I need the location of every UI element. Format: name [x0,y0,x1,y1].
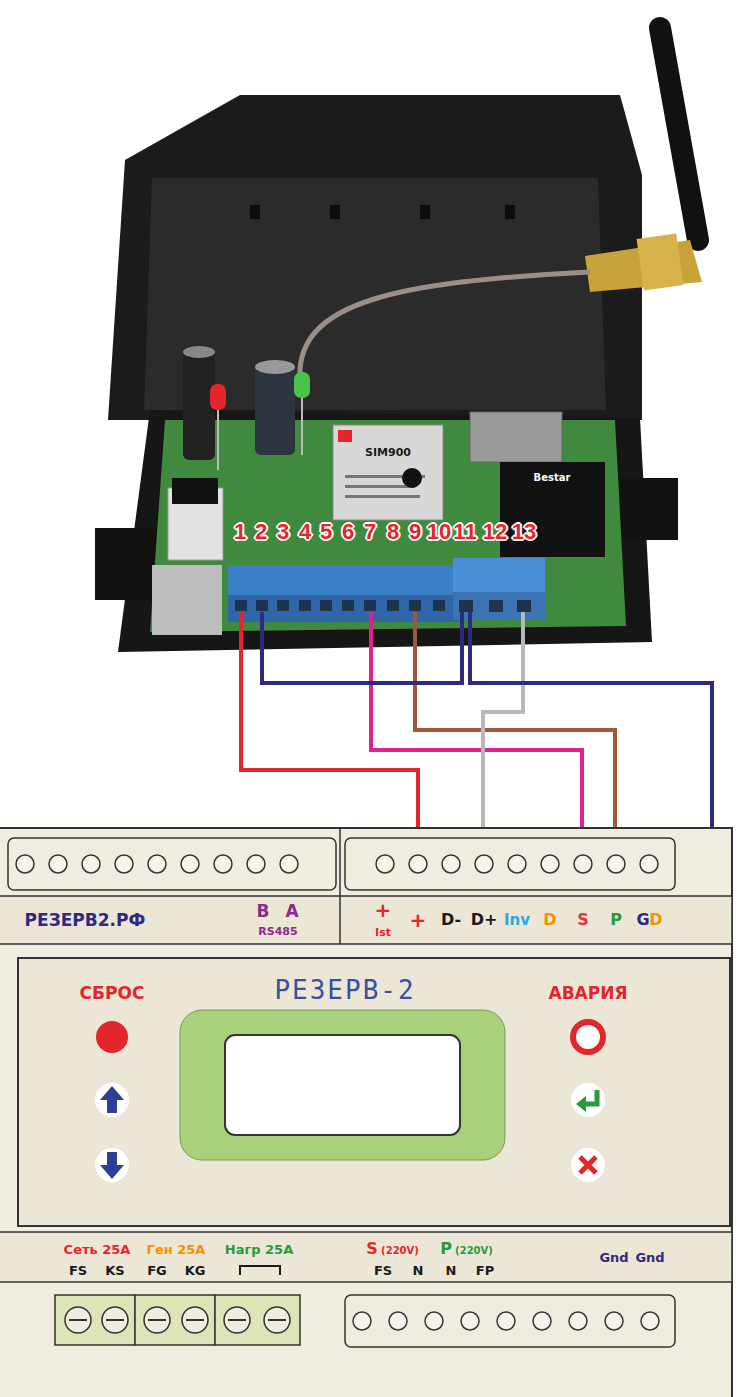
terminal-name: (220V) [381,1246,419,1256]
power-label-band: Сеть 25AFSKSГен 25AFGKGНагр 25AS(220V)FS… [0,1232,732,1282]
terminal-name: FP [476,1264,494,1277]
terminal-name: Ist [375,927,391,938]
panel-caption: АВАРИЯ [548,985,627,1002]
terminal-name: FS [374,1264,392,1277]
callout-number: 5 [320,521,332,543]
terminal-name: G [636,912,649,928]
panel-caption: СБРОС [80,985,145,1002]
terminal-name: N [413,1264,424,1277]
callout-number: 10 [427,521,451,543]
terminal-name: Gnd [635,1251,664,1264]
terminal-name: KG [185,1264,206,1277]
terminal-name: RS485 [258,926,297,937]
terminal-name: N [446,1264,457,1277]
callout-number: 6 [342,521,354,543]
callout-number: 9 [409,521,421,543]
terminal-name: FG [147,1264,167,1277]
terminal-name: FS [69,1264,87,1277]
terminal-name: Ген 25A [147,1243,206,1256]
callout-number: 8 [387,521,399,543]
callout-number: 1 [234,521,246,543]
callout-number: 3 [277,521,289,543]
terminal-name: S [577,912,589,928]
terminal-name: D [649,912,662,928]
chip-marking: SIM900 [365,447,411,458]
callout-number: 12 [483,521,507,543]
front-panel: СБРОС РЕЗЕРВ-2 АВАРИЯ [18,958,730,1226]
terminal-name: Сеть 25A [64,1243,131,1256]
terminal-name: KS [105,1264,124,1277]
relay-marking: Bestar [534,473,571,483]
terminal-name: РЕЗЕРВ2.РФ [25,912,146,929]
terminal-name: D+ [471,912,498,928]
terminal-label-band: РЕЗЕРВ2.РФBARS485+Ist+D-D+InvDSPGD [0,896,732,944]
terminal-name: + [410,910,427,930]
terminal-name: Нагр 25A [225,1243,293,1256]
callout-number: 2 [255,521,267,543]
terminal-name: P [610,912,622,928]
terminal-name: B [257,903,270,920]
terminal-name: D- [441,912,461,928]
terminal-name: + [375,900,392,920]
terminal-name: Inv [504,913,530,928]
terminal-name: S [366,1241,378,1257]
callout-number: 13 [512,521,536,543]
callout-number: 11 [453,521,476,543]
terminal-name: (220V) [455,1246,493,1256]
terminal-name: A [285,903,298,920]
terminal-name: P [440,1241,452,1257]
terminal-name: D [543,912,556,928]
terminal-name: Gnd [599,1251,628,1264]
callout-number: 7 [364,521,376,543]
callout-number: 4 [299,521,311,543]
panel-caption: РЕЗЕРВ-2 [274,977,415,1003]
